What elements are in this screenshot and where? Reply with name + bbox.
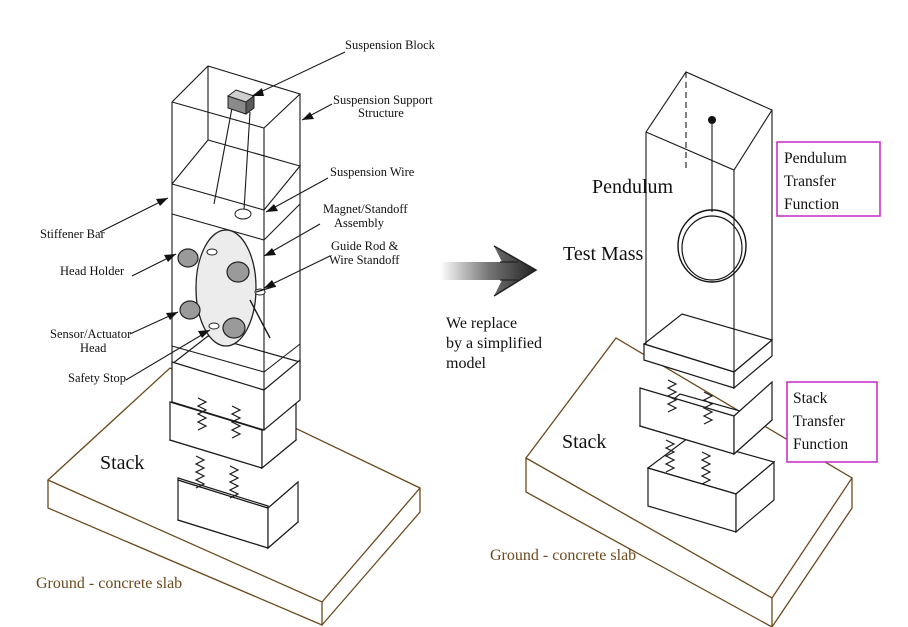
label-suspension-support-structure-2: Structure bbox=[358, 106, 404, 120]
label-sensor-actuator-head-2: Head bbox=[80, 341, 107, 355]
right-test-mass bbox=[677, 209, 747, 283]
left-stack-blocks bbox=[168, 335, 302, 550]
pendulum-box-line3: Function bbox=[784, 196, 839, 213]
label-pendulum: Pendulum bbox=[592, 176, 674, 198]
label-magnet-standoff: Magnet/Standoff bbox=[323, 202, 408, 216]
left-stack-springs bbox=[194, 397, 242, 499]
label-suspension-wire: Suspension Wire bbox=[330, 165, 415, 179]
replace-arrow bbox=[440, 245, 538, 297]
label-suspension-support-structure: Suspension Support bbox=[333, 93, 433, 107]
right-figure: Pendulum Test Mass Stack Ground - concre… bbox=[490, 71, 881, 627]
label-test-mass: Test Mass bbox=[563, 243, 643, 265]
right-ground-slab bbox=[525, 337, 853, 627]
label-guide-rod: Guide Rod & bbox=[331, 239, 399, 253]
suspension-block bbox=[226, 89, 256, 115]
pendulum-transfer-function-box: Pendulum Transfer Function bbox=[776, 141, 881, 217]
arrow-caption-line3: model bbox=[446, 355, 487, 372]
arrow-caption-line1: We replace bbox=[446, 315, 517, 332]
left-test-mass-assembly bbox=[177, 208, 277, 347]
label-stiffener-bar: Stiffener Bar bbox=[40, 227, 106, 241]
label-left-ground: Ground - concrete slab bbox=[36, 575, 182, 592]
left-support-structure bbox=[171, 65, 302, 390]
label-suspension-block: Suspension Block bbox=[345, 38, 436, 52]
pendulum-box-line1: Pendulum bbox=[784, 150, 847, 167]
stack-box-line3: Function bbox=[793, 436, 848, 453]
pendulum-box-line2: Transfer bbox=[784, 173, 837, 190]
arrow-caption-line2: by a simplified bbox=[446, 335, 542, 352]
left-figure: Suspension Block Suspension Support Stru… bbox=[36, 38, 436, 626]
label-safety-stop: Safety Stop bbox=[68, 371, 126, 385]
label-sensor-actuator-head: Sensor/Actuator bbox=[50, 327, 132, 341]
right-pendulum-frame bbox=[645, 71, 773, 388]
label-magnet-standoff-2: Assembly bbox=[334, 216, 385, 230]
label-guide-rod-2: Wire Standoff bbox=[329, 253, 400, 267]
stack-box-line1: Stack bbox=[793, 390, 828, 407]
stack-transfer-function-box: Stack Transfer Function bbox=[786, 381, 878, 463]
label-head-holder: Head Holder bbox=[60, 264, 125, 278]
stack-box-line2: Transfer bbox=[793, 413, 846, 430]
label-left-stack: Stack bbox=[100, 452, 144, 474]
left-ground-slab bbox=[46, 367, 422, 626]
left-leader-lines bbox=[99, 51, 346, 381]
right-stack-springs bbox=[664, 379, 714, 485]
label-right-stack: Stack bbox=[562, 431, 606, 453]
label-right-ground: Ground - concrete slab bbox=[490, 547, 636, 564]
